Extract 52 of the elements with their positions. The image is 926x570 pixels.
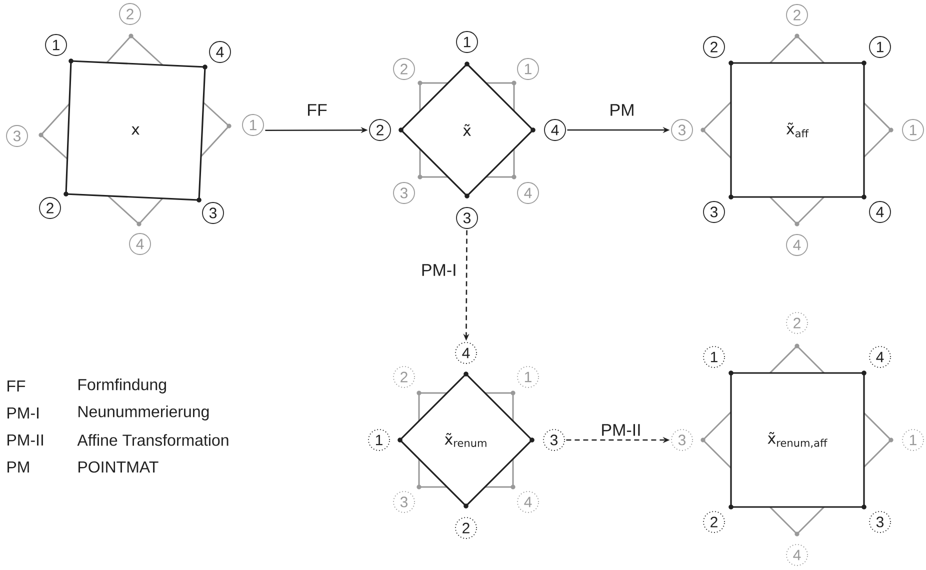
callout-number: 4 xyxy=(544,119,566,141)
callout-number: 3 xyxy=(703,201,725,223)
callout-number: 3 xyxy=(456,207,478,229)
callout-number: 1 xyxy=(456,31,478,53)
callout-number: 1 xyxy=(902,429,924,451)
callout-number: 2 xyxy=(393,366,415,388)
callout-number: 3 xyxy=(393,182,415,204)
callout-number: 1 xyxy=(517,366,539,388)
edge-label: FF xyxy=(308,104,327,116)
callout-number: 3 xyxy=(202,202,224,224)
callout-number: 4 xyxy=(869,201,891,223)
definition-text: Affine Transformation xyxy=(77,434,228,446)
callout-number: 2 xyxy=(455,517,477,539)
abbreviation: FF xyxy=(8,380,26,392)
callout-number: 3 xyxy=(6,125,28,147)
abbreviation: PM-II xyxy=(8,434,43,446)
abbreviation: PM xyxy=(8,462,29,472)
edge-label: PM-II xyxy=(602,424,640,436)
callout-number: 1 xyxy=(368,429,390,451)
callout-number: 1 xyxy=(242,114,264,136)
callout-number: 2 xyxy=(393,58,415,80)
callout-number: 2 xyxy=(786,312,808,334)
definition-text: POINTMAT xyxy=(78,461,158,473)
edge-label: PM-I xyxy=(422,264,456,276)
callout-number: 1 xyxy=(517,58,539,80)
callout-number: 2 xyxy=(703,36,725,58)
callout-number: 2 xyxy=(119,3,141,25)
callout-number: 3 xyxy=(393,491,415,513)
callout-number: 2 xyxy=(703,511,725,533)
definition-text: Neunummerierung xyxy=(78,406,209,420)
callout-number: 2 xyxy=(39,197,61,219)
callout-number: 4 xyxy=(455,342,477,364)
callout-number: 3 xyxy=(543,429,565,451)
callout-number: 2 xyxy=(369,119,391,141)
callout-number: 4 xyxy=(869,346,891,368)
callout-number: 4 xyxy=(209,41,231,63)
callout-number: 4 xyxy=(786,544,808,566)
abbreviation: PM-I xyxy=(8,408,38,418)
callout-number: 2 xyxy=(786,4,808,26)
callout-number: 1 xyxy=(45,34,67,56)
callout-number: 3 xyxy=(671,429,693,451)
edge-label: PM xyxy=(610,104,634,116)
definition-text: Formfindung xyxy=(78,378,166,394)
callout-number: 4 xyxy=(517,491,539,513)
callout-number: 3 xyxy=(869,511,891,533)
callout-number: 4 xyxy=(786,234,808,256)
callout-number: 4 xyxy=(129,233,151,255)
callout-number: 1 xyxy=(703,346,725,368)
callout-number: 3 xyxy=(671,119,693,141)
callout-number: 1 xyxy=(869,36,891,58)
callout-number: 4 xyxy=(517,182,539,204)
callout-number: 1 xyxy=(902,119,924,141)
